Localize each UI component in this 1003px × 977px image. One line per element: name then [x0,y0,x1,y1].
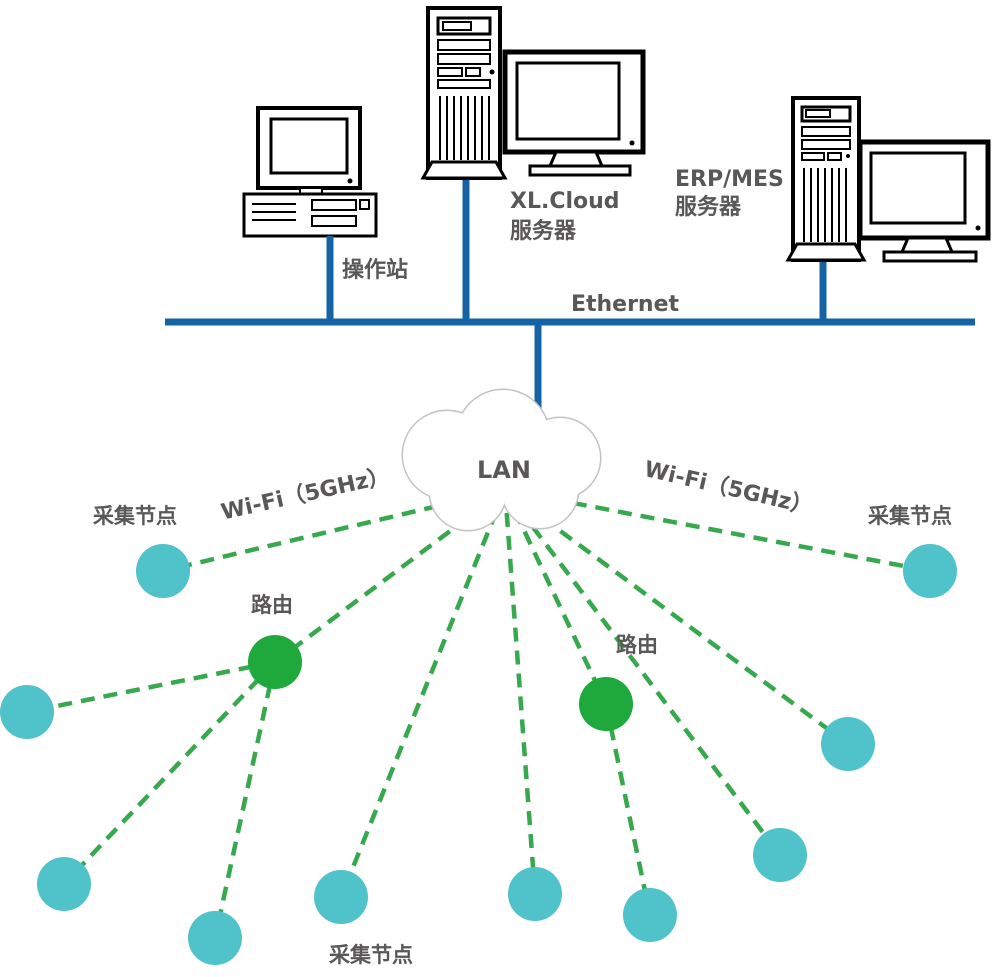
sensor-node-bottom-label: 采集节点 [329,943,413,967]
router-right-label: 路由 [616,633,658,657]
router-node-router-2 [579,677,633,731]
wifi-5ghz-left-label: Wi-Fi（5GHz） [219,464,392,526]
lan-cloud: LAN [401,388,602,532]
operator-station-label: 操作站 [342,258,408,283]
wifi-link-router-1-sensor-bl [62,660,277,886]
erp-mes-monitor [857,139,991,263]
xlcloud-label-line1: XL.Cloud [510,189,620,214]
xlcloud-label-line2: 服务器 [510,219,577,244]
sensor-node-sensor-rb [753,828,807,882]
xlcloud-monitor [502,49,646,177]
operator-station-computer [242,106,378,238]
wifi-link-lan-sensor-b3 [502,489,538,895]
ethernet-label: Ethernet [571,292,680,317]
sensor-node-left-label: 采集节点 [93,504,177,528]
wifi-link-lan-sensor-b2 [338,489,508,898]
lan-label: LAN [477,456,531,484]
sensor-node-right-label: 采集节点 [868,504,952,528]
sensor-node-sensor-tr [903,544,957,598]
sensor-node-sensor-bl [37,857,91,911]
wifi-link-router-1-sensor-b1 [212,661,278,939]
erp-label-line1: ERP/MES [675,167,784,192]
xlcloud-server-tower [420,6,508,180]
erp-label-line2: 服务器 [675,195,742,220]
router-left-label: 路由 [251,593,293,617]
sensor-node-sensor-b2 [314,870,368,924]
wifi-link-lan-router-2 [502,489,609,705]
wifi-link-router-1-sensor-fl [26,659,276,715]
wifi-link-lan-sensor-rb [503,488,782,857]
wifi-5ghz-right-label: Wi-Fi（5GHz） [642,457,815,520]
erp-mes-server-tower [785,96,867,262]
sensor-node-sensor-b3 [508,867,562,921]
nodes-layer [0,544,957,965]
router-node-router-1 [248,635,302,689]
sensor-node-sensor-b1 [188,911,242,965]
sensor-node-sensor-fl [0,685,54,739]
sensor-node-sensor-r [821,717,875,771]
wifi-link-router-2-sensor-b4 [603,703,653,916]
wifi-link-lan-sensor-r [503,488,850,746]
sensor-node-sensor-b4 [623,888,677,942]
sensor-node-sensor-tl [136,544,190,598]
